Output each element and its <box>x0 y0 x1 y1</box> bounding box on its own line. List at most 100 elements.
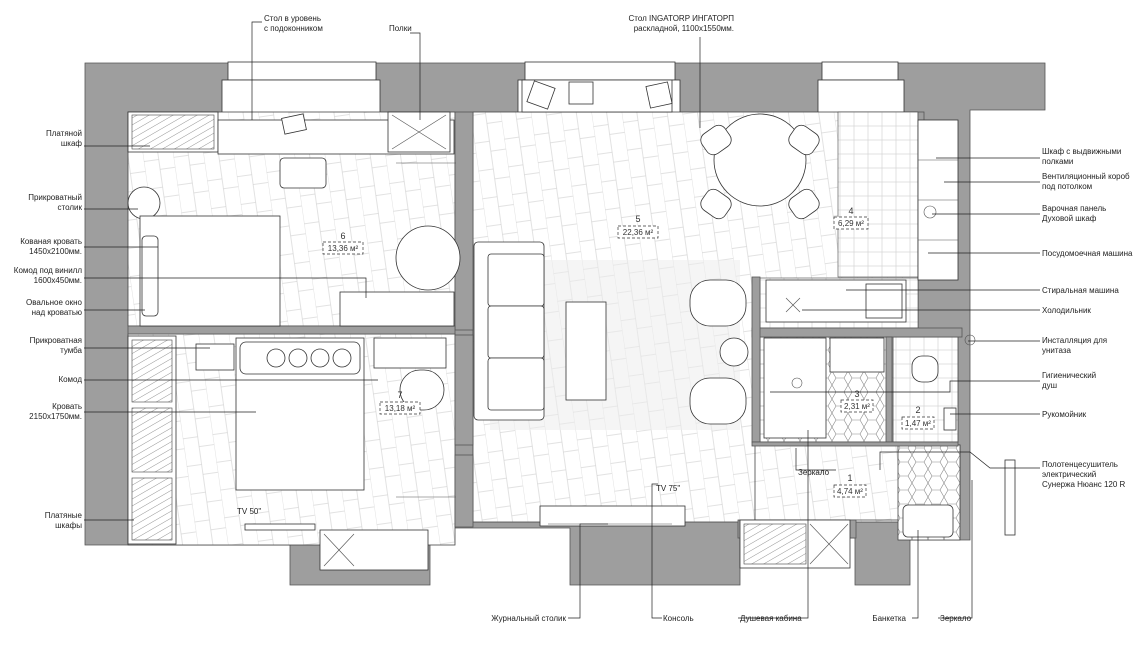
room-number: 7 <box>397 390 402 400</box>
label-line: Банкетка <box>872 614 906 623</box>
room-tag-6: 6 13,36 м² <box>322 231 364 255</box>
label-line: под потолком <box>1042 182 1092 191</box>
label-bedside-table: Прикроватный столик <box>28 193 82 212</box>
room-area: 2,31 м² <box>844 402 870 411</box>
label-shower-cabin: Душевая кабина <box>740 614 802 623</box>
label-line: Комод <box>58 375 82 384</box>
label-tv50: TV 50" <box>237 507 261 516</box>
label-line: Зеркало <box>940 614 972 623</box>
label-desk-window: Стол в уровень с подоконником <box>264 14 323 33</box>
label-hygienic-shower: Гигиенический душ <box>1042 371 1096 390</box>
room-tag-1: 1 4,74 м² <box>833 473 867 498</box>
label-mirror-hall: Зеркало <box>798 468 830 477</box>
label-line: Журнальный столик <box>491 614 566 623</box>
label-line: Полки <box>389 24 412 33</box>
label-line: Инсталляция для <box>1042 336 1107 345</box>
room-tag-7: 7 13,18 м² <box>379 390 421 415</box>
room-tag-3: 3 2,31 м² <box>840 389 874 413</box>
label-line: Овальное окно <box>26 298 83 307</box>
bathroom-furniture <box>763 334 976 439</box>
living-room-furniture <box>473 79 820 527</box>
label-hob-oven: Варочная панель Духовой шкаф <box>1042 204 1106 223</box>
label-line: Духовой шкаф <box>1042 214 1097 223</box>
label-line: Прикроватный <box>28 193 82 202</box>
label-vent-box: Вентиляционный короб под потолком <box>1042 172 1130 191</box>
label-line: полками <box>1042 157 1073 166</box>
label-line: Зеркало <box>798 468 830 477</box>
label-line: Комод под винилл <box>14 266 83 275</box>
label-line: 1600х450мм. <box>34 276 82 285</box>
label-line: Душевая кабина <box>740 614 802 623</box>
label-wardrobe-top: Платяной шкаф <box>46 129 82 148</box>
label-washer: Стиральная машина <box>1042 286 1119 295</box>
label-line: Шкаф с выдвижными <box>1042 147 1121 156</box>
label-line: шкафы <box>55 521 82 530</box>
label-cabinet-drawers: Шкаф с выдвижными полками <box>1042 147 1121 166</box>
label-shelves: Полки <box>389 24 412 33</box>
label-toilet-install: Инсталляция для унитаза <box>1042 336 1107 355</box>
label-line: Посудомоечная машина <box>1042 249 1133 258</box>
room-area: 22,36 м² <box>623 228 654 237</box>
label-line: TV 75" <box>656 484 680 493</box>
label-fridge: Холодильник <box>1042 306 1091 315</box>
label-oval-window: Овальное окно над кроватью <box>26 298 83 317</box>
bedroom-6-furniture <box>127 111 461 327</box>
label-line: с подоконником <box>264 24 323 33</box>
label-line: Рукомойник <box>1042 410 1087 419</box>
room-area: 13,18 м² <box>385 404 416 413</box>
label-tv75: TV 75" <box>656 484 680 493</box>
label-line: 1450х2100мм. <box>29 247 82 256</box>
label-table-ingatorp: Стол INGATORP ИНГАТОРП раскладной, 1100х… <box>628 14 734 33</box>
room-tag-4: 4 6,29 м² <box>833 206 869 230</box>
label-line: Кровать <box>52 402 82 411</box>
label-line: Вентиляционный короб <box>1042 172 1130 181</box>
label-dresser-vinyl: Комод под винилл 1600х450мм. <box>14 266 83 285</box>
label-line: Консоль <box>663 614 694 623</box>
label-dishwasher: Посудомоечная машина <box>1042 249 1133 258</box>
label-line: душ <box>1042 381 1057 390</box>
label-line: Прикроватная <box>30 336 82 345</box>
label-forged-bed: Кованая кровать 1450х2100мм. <box>20 237 82 256</box>
label-line: Полотенцесушитель <box>1042 460 1118 469</box>
room-number: 4 <box>848 206 853 216</box>
label-dresser: Комод <box>58 375 82 384</box>
room-number: 6 <box>340 231 345 241</box>
leader-lines <box>84 21 1040 619</box>
bedroom-7-furniture <box>127 335 456 545</box>
label-line: Стиральная машина <box>1042 286 1119 295</box>
label-washbasin: Рукомойник <box>1042 410 1087 419</box>
label-line: Кованая кровать <box>20 237 82 246</box>
room-area: 13,36 м² <box>328 244 359 253</box>
hall-furniture <box>319 459 1016 571</box>
label-line: шкаф <box>61 139 83 148</box>
label-coffee-table: Журнальный столик <box>491 614 566 623</box>
label-line: столик <box>58 203 83 212</box>
label-line: раскладной, 1100х1550мм. <box>634 24 734 33</box>
label-line: TV 50" <box>237 507 261 516</box>
room-number: 2 <box>915 405 920 415</box>
label-bedside-stand: Прикроватная тумба <box>30 336 83 355</box>
label-console: Консоль <box>663 614 694 623</box>
label-bed: Кровать 2150х1750мм. <box>29 402 82 421</box>
label-line: Варочная панель <box>1042 204 1106 213</box>
room-tag-5: 5 22,36 м² <box>617 214 659 239</box>
room-tag-2: 2 1,47 м² <box>901 405 935 430</box>
label-line: Стол в уровень <box>264 14 321 23</box>
room-number: 3 <box>854 389 859 399</box>
label-wardrobes: Платяные шкафы <box>45 511 83 530</box>
room-area: 1,47 м² <box>905 419 931 428</box>
room-number: 1 <box>847 473 852 483</box>
label-towel-dryer: Полотенцесушитель электрический Сунержа … <box>1042 460 1126 489</box>
label-line: над кроватью <box>32 308 82 317</box>
label-line: унитаза <box>1042 346 1071 355</box>
label-line: Стол INGATORP ИНГАТОРП <box>628 14 734 23</box>
label-line: 2150х1750мм. <box>29 412 82 421</box>
label-line: Платяной <box>46 129 82 138</box>
label-line: Платяные <box>45 511 83 520</box>
label-line: Гигиенический <box>1042 371 1096 380</box>
label-bench: Банкетка <box>872 614 906 623</box>
label-line: тумба <box>60 346 82 355</box>
room-number: 5 <box>635 214 640 224</box>
label-mirror-bottom: Зеркало <box>940 614 972 623</box>
